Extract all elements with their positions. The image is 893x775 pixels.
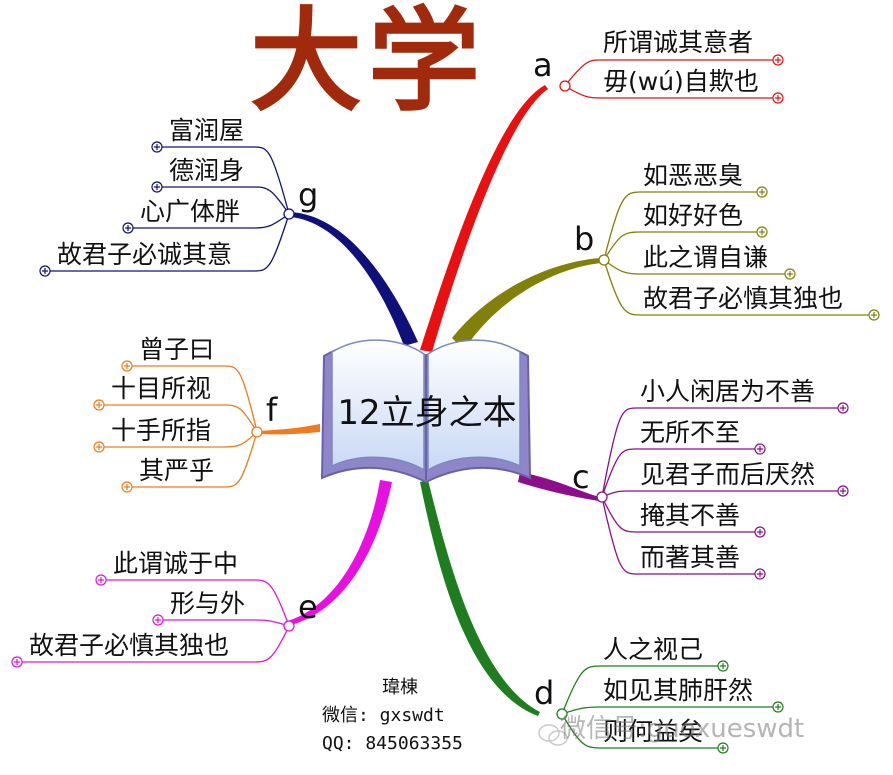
branch-letter-f: f	[266, 393, 277, 427]
leaf-c-4: 掩其不善	[640, 501, 740, 531]
watermark-text: 微信号:guoxueswdt	[560, 714, 804, 744]
leaf-g-3: 心广体胖	[140, 197, 240, 227]
branch-letter-d: d	[534, 676, 554, 710]
leaf-c-5: 而著其善	[640, 543, 740, 573]
branch-letter-a: a	[533, 48, 553, 82]
leaf-c-3: 见君子而后厌然	[640, 460, 815, 490]
author-name: 瑋棟	[322, 674, 463, 702]
leaf-b-3: 此之谓自谦	[643, 243, 768, 273]
leaf-e-1: 此谓诚于中	[113, 549, 238, 579]
qq-number: QQ: 845063355	[322, 730, 463, 758]
leaf-e-2: 形与外	[170, 589, 245, 619]
author-credit: 瑋棟 微信: gxswdt QQ: 845063355	[322, 674, 463, 758]
leaf-b-4: 故君子必慎其独也	[643, 284, 843, 314]
center-topic: 12立身之本	[322, 392, 532, 434]
diagram-title: 大学	[250, 2, 486, 122]
branch-letter-e: e	[298, 590, 318, 624]
branch-letter-b: b	[574, 222, 594, 256]
branch-letter-g: g	[298, 178, 318, 212]
leaf-g-1: 富润屋	[169, 116, 244, 146]
leaf-g-4: 故君子必诚其意	[57, 240, 232, 270]
leaf-f-4: 其严乎	[139, 456, 214, 486]
leaf-f-2: 十目所视	[111, 374, 211, 404]
leaf-a-1: 所谓诚其意者	[603, 28, 753, 58]
leaf-g-2: 德润身	[169, 156, 244, 186]
leaf-b-1: 如恶恶臭	[643, 161, 743, 191]
leaf-d-2: 如见其肺肝然	[603, 676, 753, 706]
leaf-d-1: 人之视己	[603, 635, 703, 665]
leaf-b-2: 如好好色	[643, 201, 743, 231]
leaf-c-1: 小人闲居为不善	[640, 377, 815, 407]
trunk-g	[290, 212, 418, 346]
leaf-e-3: 故君子必慎其独也	[29, 631, 229, 661]
leaf-c-2: 无所不至	[640, 418, 740, 448]
leaf-f-1: 曾子曰	[139, 335, 214, 365]
leaf-f-3: 十手所指	[111, 416, 211, 446]
leaf-a-2: 毋(wú)自欺也	[603, 67, 759, 97]
wechat-id: 微信: gxswdt	[322, 702, 463, 730]
branch-letter-c: c	[572, 460, 590, 494]
